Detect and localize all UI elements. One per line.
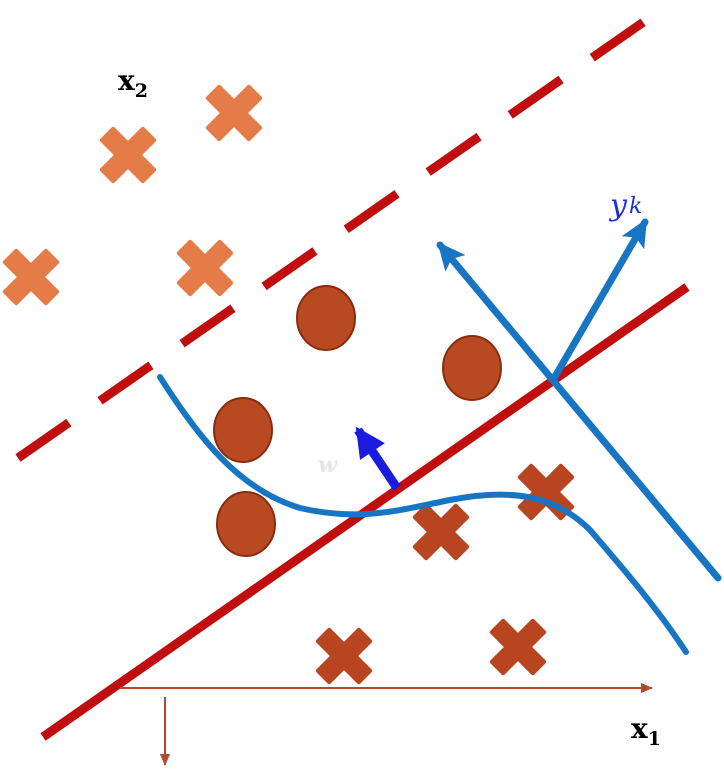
class-a-crosses [2,84,263,306]
cross-marker-icon [2,248,60,306]
class-b-circles [213,285,502,557]
circle-marker-icon [213,397,273,463]
circle-marker-icon [216,491,276,557]
circle-marker-icon [296,285,356,351]
cross-marker-icon [205,84,263,142]
yk-label: yk [608,188,642,223]
x2-label: x2 [118,64,148,102]
margin-dashed-line [15,3,668,462]
cross-marker-icon [489,618,547,676]
cross-marker-icon [315,627,373,685]
normal-direction-arrow [436,241,722,582]
nonlinear-boundary-curve [157,374,689,655]
cross-marker-icon [99,126,157,184]
x1-label: x1 [631,712,661,750]
circle-marker-icon [442,335,502,401]
cross-marker-icon [412,503,470,561]
w-vector-arrow [354,426,401,491]
yk-arrow [549,218,649,384]
w-label: w [318,452,338,478]
cross-marker-icon [176,239,234,297]
